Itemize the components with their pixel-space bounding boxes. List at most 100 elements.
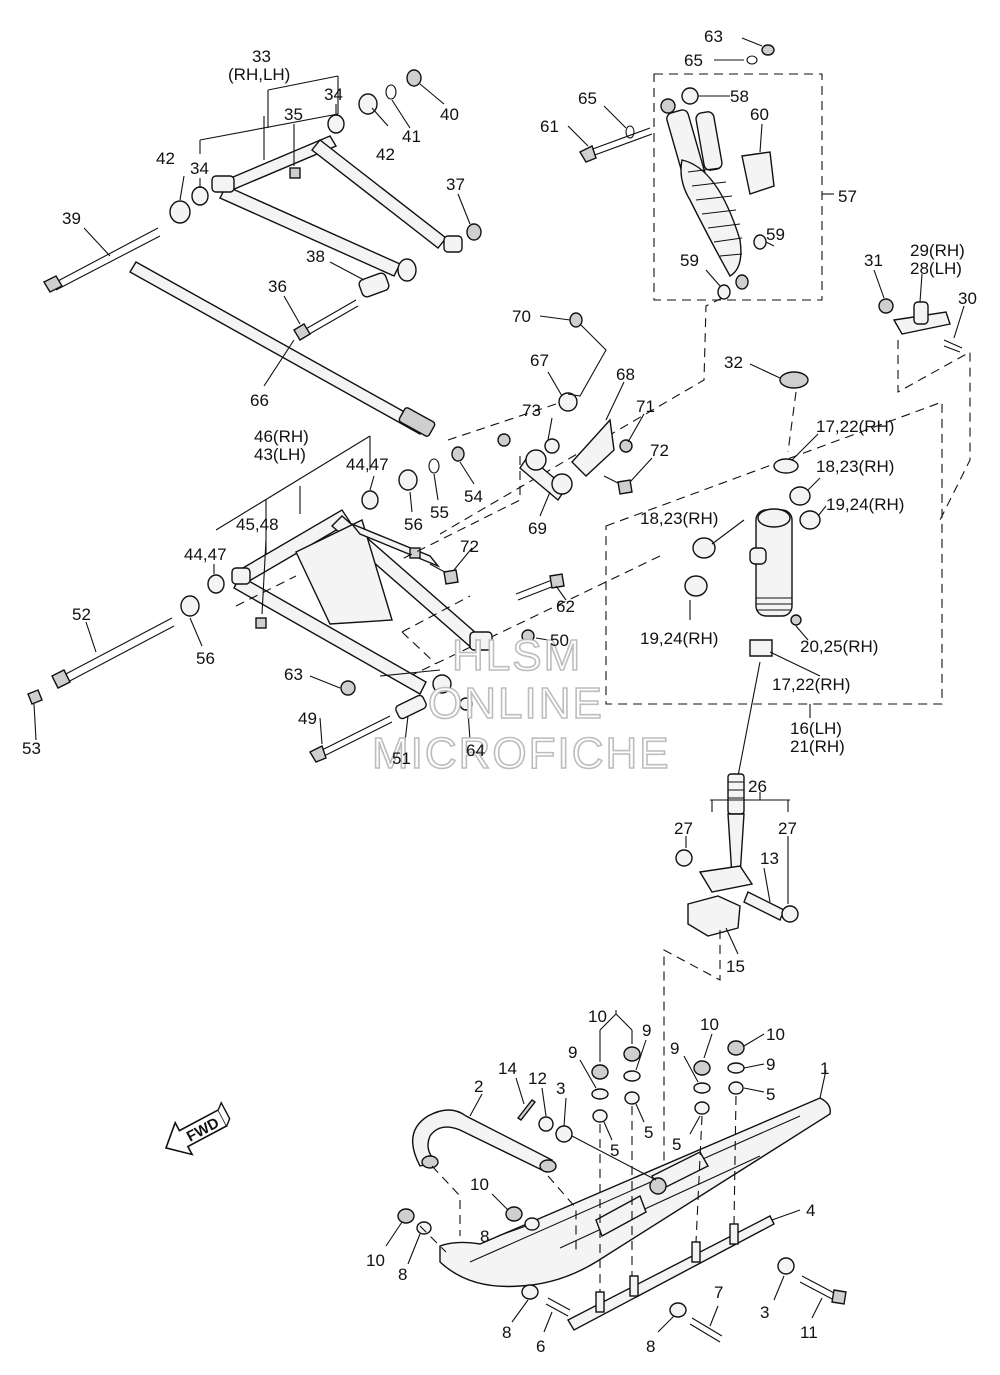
callout-9-c[interactable]: 9 (568, 1043, 577, 1062)
callout-5-c[interactable]: 5 (672, 1135, 681, 1154)
callout-42-top[interactable]: 42 (376, 145, 395, 164)
callout-2[interactable]: 2 (474, 1077, 483, 1096)
callout-59-right[interactable]: 59 (766, 225, 785, 244)
callout-33[interactable]: 33 (252, 47, 271, 66)
callout-52[interactable]: 52 (72, 605, 91, 624)
callout-46[interactable]: 46(RH) (254, 427, 309, 446)
callout-30[interactable]: 30 (958, 289, 977, 308)
cap-54 (451, 446, 465, 462)
rod-end-69-eye-b (551, 473, 573, 495)
callout-64[interactable]: 64 (466, 741, 485, 760)
callout-15[interactable]: 15 (726, 957, 745, 976)
callout-27-right[interactable]: 27 (778, 819, 797, 838)
washer-9-a (591, 1088, 609, 1100)
callout-17-22-top[interactable]: 17,22(RH) (816, 417, 894, 436)
callout-71[interactable]: 71 (636, 397, 655, 416)
callout-9-d[interactable]: 9 (766, 1055, 775, 1074)
callout-8-a[interactable]: 8 (480, 1227, 489, 1246)
callout-18-23-right[interactable]: 18,23(RH) (816, 457, 894, 476)
callout-39[interactable]: 39 (62, 209, 81, 228)
callout-11[interactable]: 11 (800, 1323, 818, 1342)
callout-50[interactable]: 50 (550, 631, 569, 650)
callout-68[interactable]: 68 (616, 365, 635, 384)
callout-10-d[interactable]: 10 (470, 1175, 489, 1194)
callout-6[interactable]: 6 (536, 1337, 545, 1356)
callout-31[interactable]: 31 (864, 251, 883, 270)
callout-36[interactable]: 36 (268, 277, 287, 296)
callout-66[interactable]: 66 (250, 391, 269, 410)
callout-62[interactable]: 62 (556, 597, 575, 616)
callout-70[interactable]: 70 (512, 307, 531, 326)
callout-40[interactable]: 40 (440, 105, 459, 124)
callout-18-23-left[interactable]: 18,23(RH) (640, 509, 718, 528)
callout-10-c[interactable]: 10 (766, 1025, 785, 1044)
callout-10-e[interactable]: 10 (366, 1251, 385, 1270)
callout-54[interactable]: 54 (464, 487, 483, 506)
callout-8-c[interactable]: 8 (502, 1323, 511, 1342)
callout-14[interactable]: 14 (498, 1059, 517, 1078)
callout-9-a[interactable]: 9 (642, 1021, 651, 1040)
callout-19-24-right[interactable]: 19,24(RH) (826, 495, 904, 514)
callout-5-b[interactable]: 5 (644, 1123, 653, 1142)
callout-27-left[interactable]: 27 (674, 819, 693, 838)
callout-9-b[interactable]: 9 (670, 1039, 679, 1058)
callout-72-lower[interactable]: 72 (460, 537, 479, 556)
callout-13[interactable]: 13 (760, 849, 779, 868)
collar-12 (538, 1116, 554, 1132)
callout-43[interactable]: 43(LH) (254, 445, 306, 464)
callout-45-48[interactable]: 45,48 (236, 515, 279, 534)
callout-56-top[interactable]: 56 (404, 515, 423, 534)
callout-41[interactable]: 41 (402, 127, 421, 146)
callout-10-a[interactable]: 10 (588, 1007, 607, 1026)
callout-34-left[interactable]: 34 (190, 159, 209, 178)
callout-60[interactable]: 60 (750, 105, 769, 124)
callout-1[interactable]: 1 (820, 1059, 829, 1078)
callout-8-b[interactable]: 8 (398, 1265, 407, 1284)
callout-5-d[interactable]: 5 (610, 1141, 619, 1160)
callout-17-22-bottom[interactable]: 17,22(RH) (772, 675, 850, 694)
callout-44-47-left[interactable]: 44,47 (184, 545, 227, 564)
callout-8-d[interactable]: 8 (646, 1337, 655, 1356)
callout-12[interactable]: 12 (528, 1069, 547, 1088)
callout-59-left[interactable]: 59 (680, 251, 699, 270)
callout-55[interactable]: 55 (430, 503, 449, 522)
callout-53[interactable]: 53 (22, 739, 41, 758)
callout-7[interactable]: 7 (714, 1283, 723, 1302)
callout-61[interactable]: 61 (540, 117, 559, 136)
callout-69[interactable]: 69 (528, 519, 547, 538)
callout-3-left[interactable]: 3 (556, 1079, 565, 1098)
callout-3-right[interactable]: 3 (760, 1303, 769, 1322)
callout-5-a[interactable]: 5 (766, 1085, 775, 1104)
callout-56-left[interactable]: 56 (196, 649, 215, 668)
bolt-72-lower-head (443, 569, 459, 585)
callout-73[interactable]: 73 (522, 401, 541, 420)
callout-42-left[interactable]: 42 (156, 149, 175, 168)
callout-34-top[interactable]: 34 (324, 85, 343, 104)
callout-67[interactable]: 67 (530, 351, 549, 370)
callout-29[interactable]: 29(RH) (910, 241, 965, 260)
callout-44-47-top[interactable]: 44,47 (346, 455, 389, 474)
callout-65-top[interactable]: 65 (684, 51, 703, 70)
callout-28[interactable]: 28(LH) (910, 259, 962, 278)
callout-51[interactable]: 51 (392, 749, 411, 768)
callout-10-b[interactable]: 10 (700, 1015, 719, 1034)
watermark-line1: HLSM (452, 631, 582, 680)
callout-21[interactable]: 21(RH) (790, 737, 845, 756)
callout-32[interactable]: 32 (724, 353, 743, 372)
callout-58[interactable]: 58 (730, 87, 749, 106)
callout-49[interactable]: 49 (298, 709, 317, 728)
callout-19-24-left[interactable]: 19,24(RH) (640, 629, 718, 648)
callout-20-25[interactable]: 20,25(RH) (800, 637, 878, 656)
callout-37[interactable]: 37 (446, 175, 465, 194)
callout-16[interactable]: 16(LH) (790, 719, 842, 738)
callout-26[interactable]: 26 (748, 777, 767, 796)
callout-63-top[interactable]: 63 (704, 27, 723, 46)
callout-35[interactable]: 35 (284, 105, 303, 124)
callout-72-upper[interactable]: 72 (650, 441, 669, 460)
callout-63-lower[interactable]: 63 (284, 665, 303, 684)
callout-57[interactable]: 57 (838, 187, 857, 206)
callout-4[interactable]: 4 (806, 1201, 815, 1220)
callout-65-left[interactable]: 65 (578, 89, 597, 108)
bushing-3-right (777, 1257, 795, 1275)
callout-38[interactable]: 38 (306, 247, 325, 266)
